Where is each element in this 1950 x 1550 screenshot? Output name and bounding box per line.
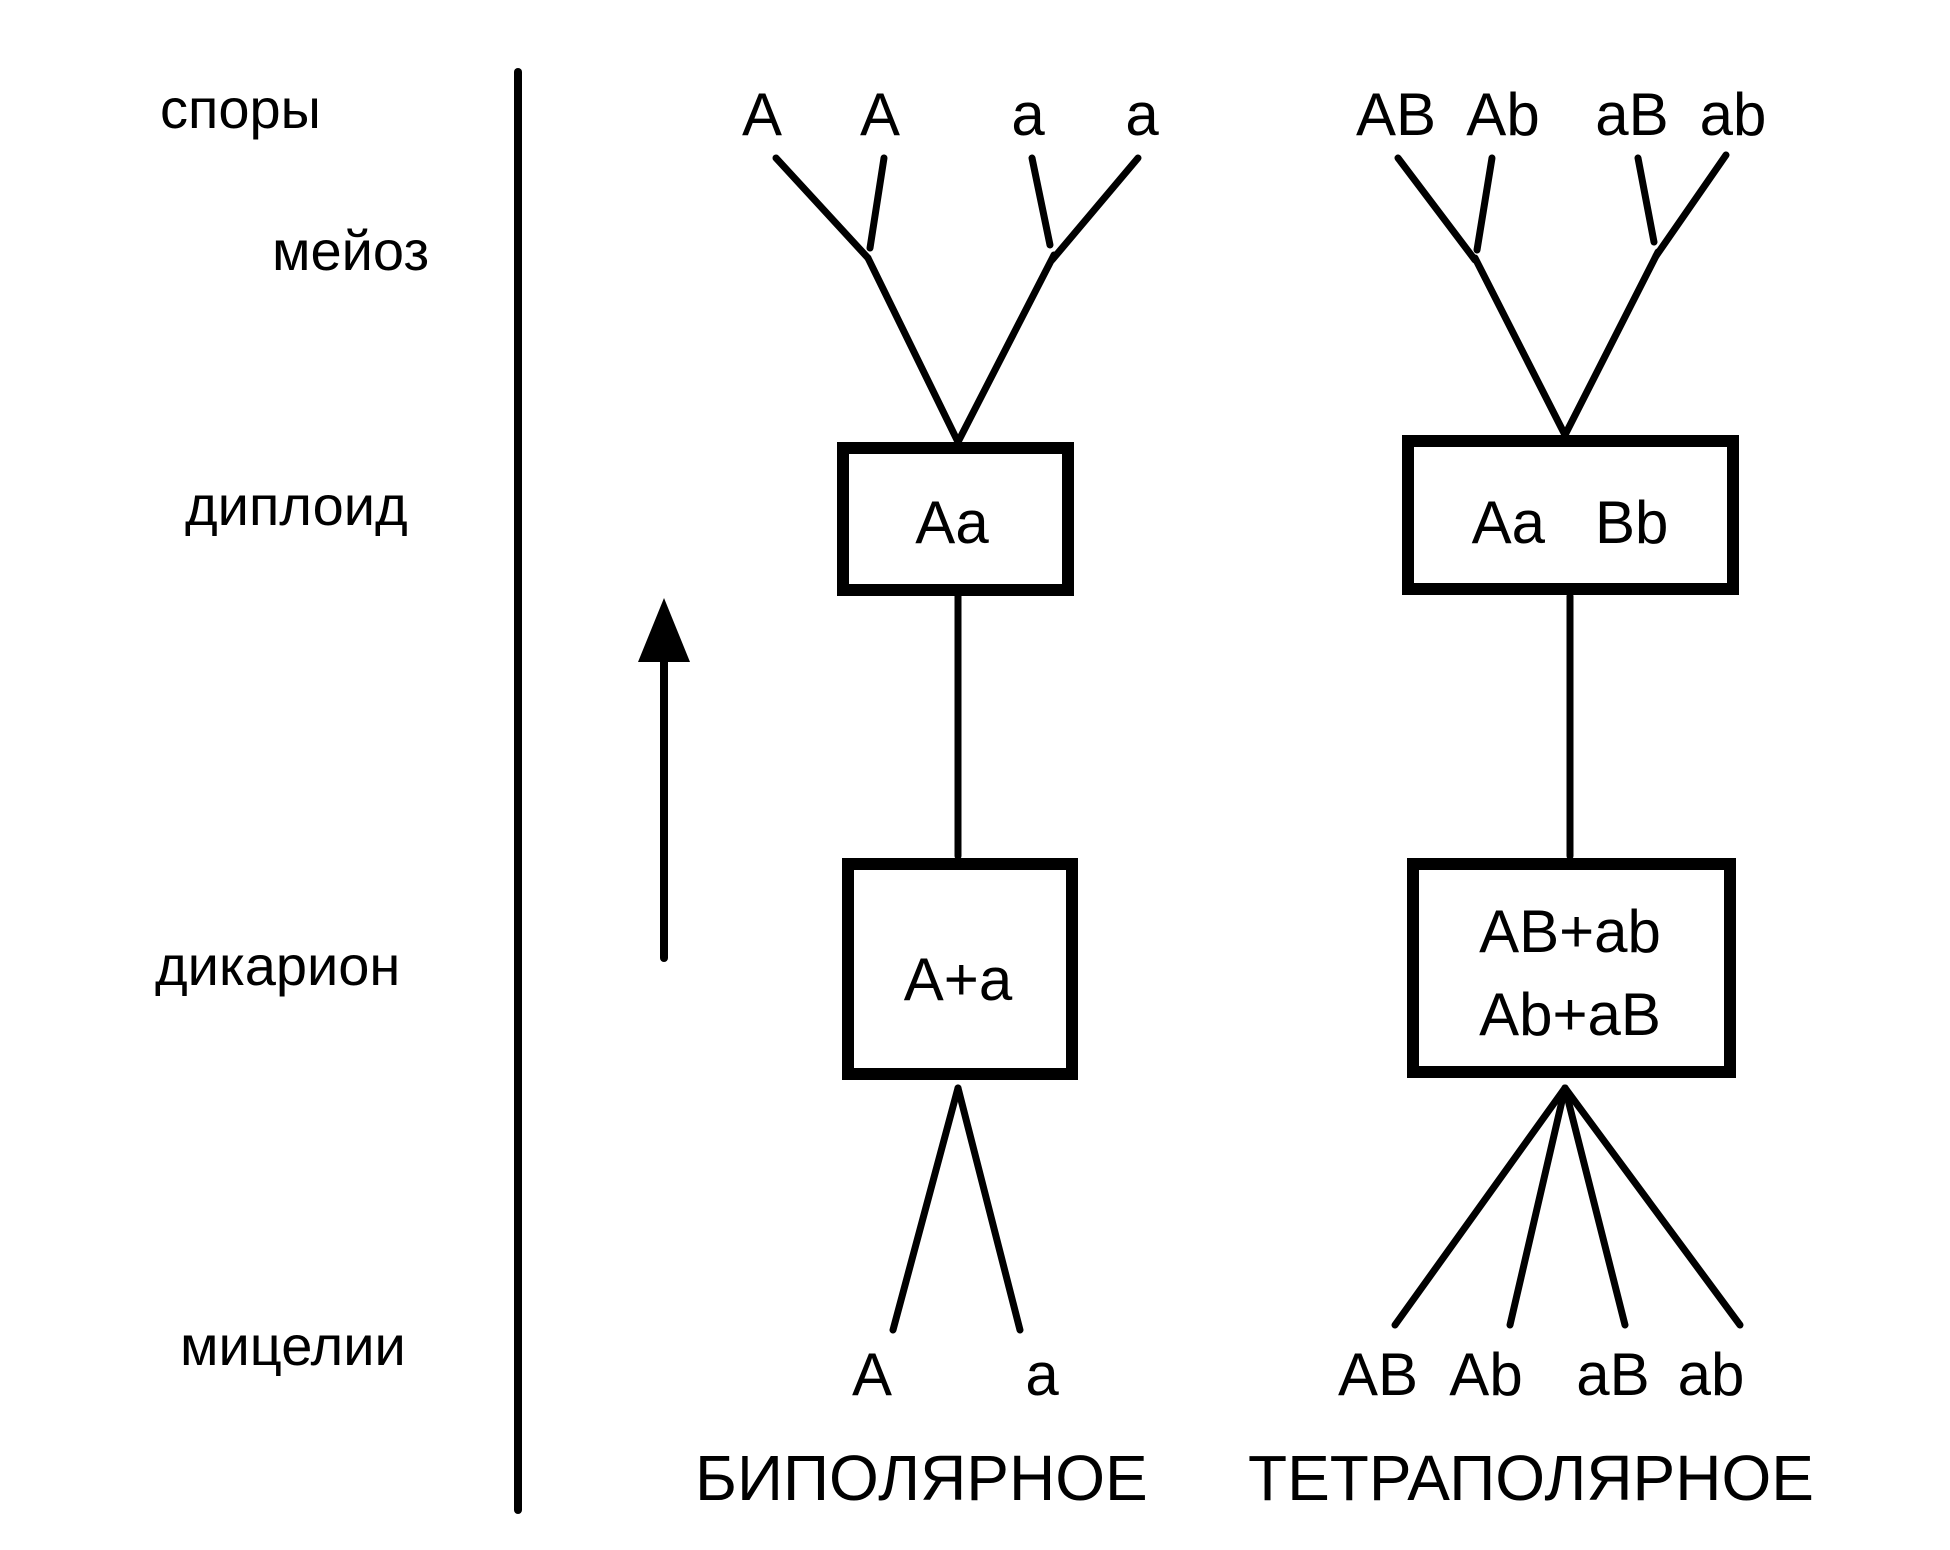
tetrapolar-dikaryon-line-2: Ab+aB (1479, 981, 1661, 1048)
bipolar-caption: БИПОЛЯРНОЕ (695, 1442, 1148, 1514)
tetrapolar-mycelium-branches (1391, 1084, 1744, 1329)
stage-label-diploid: диплоид (185, 474, 408, 537)
arrow-head-icon (638, 598, 690, 662)
tetrapolar-meiosis-tree (1394, 151, 1730, 439)
tetrapolar-dikaryon-box (1407, 858, 1736, 1078)
bipolar-mycelium-1: A (852, 1341, 892, 1408)
tetrapolar-mycelium-3: aB (1576, 1341, 1649, 1408)
tetrapolar-spore-1: AB (1356, 81, 1436, 148)
tetrapolar-diploid-box (1402, 435, 1739, 595)
bipolar-dikaryon-label: A+a (904, 946, 1013, 1013)
tetrapolar-mycelium-1: AB (1338, 1341, 1418, 1408)
tetrapolar-scheme: AB Ab aB ab Aa Bb AB+ab Ab+aB AB (1248, 81, 1814, 1514)
bipolar-spore-3: a (1011, 81, 1045, 148)
bipolar-diploid-box (837, 442, 1074, 596)
bipolar-mycelium-branches (889, 1084, 1024, 1334)
tetrapolar-spore-4: ab (1700, 81, 1767, 148)
tetrapolar-diploid-label: Aa Bb (1472, 489, 1669, 556)
bipolar-scheme: A A a a Aa A+a A a БИПОЛЯРНОЕ (695, 81, 1159, 1514)
bipolar-mycelium-2: a (1025, 1341, 1059, 1408)
tetrapolar-spore-2: Ab (1466, 81, 1539, 148)
stage-label-dikaryon: дикарион (155, 934, 400, 997)
tetrapolar-spore-3: aB (1595, 81, 1668, 148)
stage-label-mycelia: мицелии (180, 1314, 406, 1377)
direction-arrow (638, 598, 690, 962)
tetrapolar-mycelium-2: Ab (1449, 1341, 1522, 1408)
stage-label-meiosis: мейоз (272, 219, 429, 282)
stage-labels: споры мейоз диплоид дикарион мицелии (155, 77, 429, 1377)
bipolar-meiosis-tree (772, 154, 1142, 446)
bipolar-diploid-label: Aa (915, 489, 989, 556)
bipolar-dikaryon-box (842, 858, 1078, 1080)
stage-label-spores: споры (160, 77, 321, 140)
bipolar-spore-4: a (1125, 81, 1159, 148)
tetrapolar-mycelium-4: ab (1678, 1341, 1745, 1408)
bipolar-spore-2: A (860, 81, 900, 148)
bipolar-spore-1: A (742, 81, 782, 148)
tetrapolar-caption: ТЕТРАПОЛЯРНОЕ (1248, 1442, 1814, 1514)
tetrapolar-dikaryon-line-1: AB+ab (1479, 898, 1661, 965)
